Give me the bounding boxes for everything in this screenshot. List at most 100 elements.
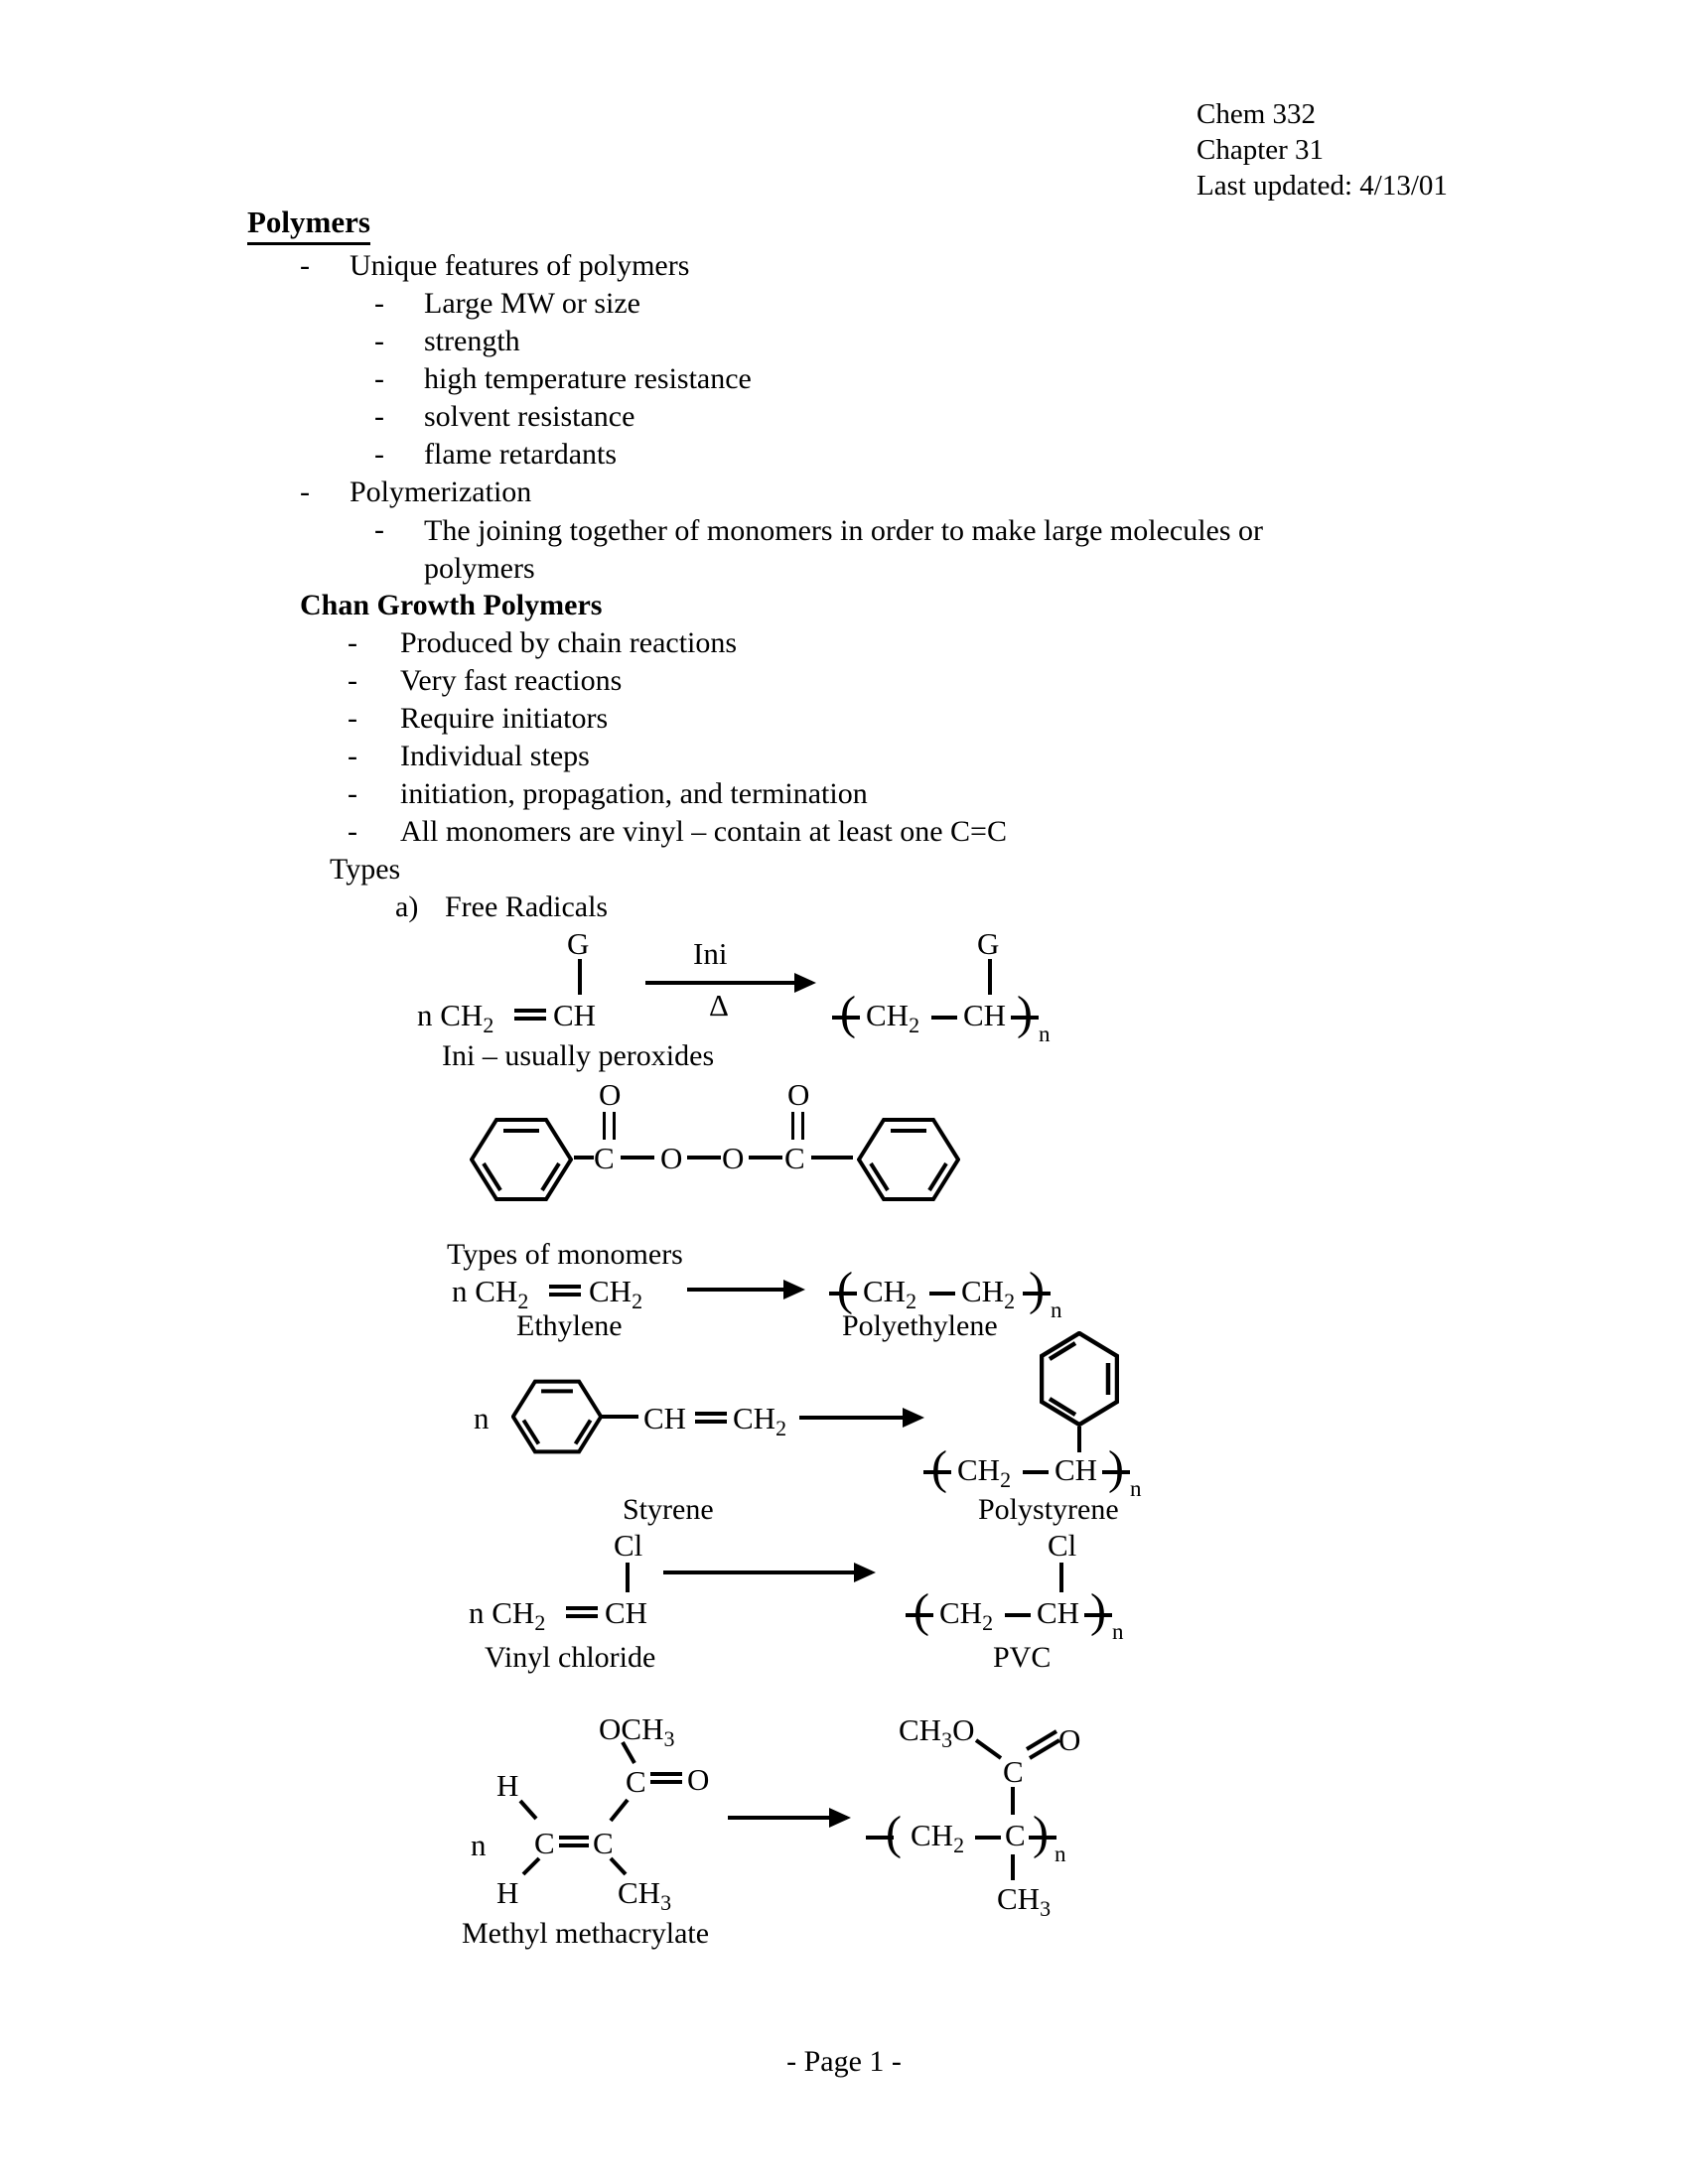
double-bond — [514, 1009, 546, 1021]
repeat-segment: CH — [963, 998, 1007, 1032]
bullet-dash: - — [374, 362, 384, 395]
bullet-dash: - — [348, 740, 357, 772]
carbonyl-carbon: C — [626, 1764, 646, 1799]
bond-lines — [974, 1729, 1061, 1760]
single-bond — [687, 1156, 721, 1160]
vertical-bond — [1011, 1854, 1015, 1880]
monomer-name: Styrene — [623, 1493, 714, 1526]
header-updated: Last updated: 4/13/01 — [1196, 170, 1448, 202]
repeat-subscript: n — [1051, 1297, 1062, 1322]
outline-subitem: - strength — [0, 324, 1688, 361]
page-number: - Page 1 - — [786, 2045, 902, 2078]
methoxy-group: OCH3 — [599, 1711, 675, 1752]
outline-item: - Polymerization — [0, 475, 1688, 512]
page-title: Polymers — [247, 205, 370, 245]
monomer-formula: n CH2 — [417, 998, 494, 1038]
chlorine-atom: Cl — [1048, 1528, 1077, 1563]
outline-subitem-label: high temperature resistance — [424, 362, 752, 395]
arrow-label-initiator: Ini — [693, 936, 728, 971]
types-label: Types — [330, 853, 401, 886]
methyl-group: CH3 — [618, 1875, 672, 1916]
repeat-segment: CH2 — [911, 1818, 965, 1858]
monomer-formula: CH2 — [733, 1401, 787, 1441]
double-bond — [1025, 1729, 1058, 1751]
monomer-name: Ethylene — [516, 1309, 623, 1342]
repeat-segment: CH2 — [957, 1452, 1012, 1493]
benzene-ring — [511, 1379, 603, 1454]
repeat-segment: CH2 — [863, 1274, 917, 1314]
outline-item-label: Unique features of polymers — [350, 249, 690, 282]
single-bond — [621, 1156, 654, 1160]
double-bond — [650, 1772, 682, 1784]
chain-item: - Require initiators — [0, 701, 1688, 739]
oxygen-atom: O — [787, 1077, 810, 1112]
reaction-arrow — [663, 1563, 876, 1582]
double-bond — [566, 1606, 598, 1618]
carbon-atom: C — [594, 1141, 615, 1175]
bullet-dash: - — [300, 476, 310, 508]
outline-subitem-label: solvent resistance — [424, 400, 635, 433]
outline-subitem: - The joining together of monomers in or… — [0, 512, 1688, 588]
reaction-arrow — [728, 1808, 851, 1828]
type-a-row: a) Free Radicals — [0, 889, 1688, 927]
types-row: Types — [0, 852, 1688, 889]
bond-lines — [518, 1741, 636, 1876]
repeat-subscript: n — [1112, 1619, 1124, 1644]
monomer-name: Methyl methacrylate — [462, 1917, 710, 1950]
chain-item: - Produced by chain reactions — [0, 625, 1688, 663]
repeat-segment: CH — [1055, 1452, 1098, 1487]
monomers-heading-row: Types of monomers — [0, 1237, 1688, 1275]
double-bond — [791, 1112, 794, 1140]
single-bond — [974, 1738, 1003, 1760]
benzene-ring — [1040, 1331, 1119, 1427]
section-heading-row: Chan Growth Polymers — [0, 588, 1688, 625]
repeat-segment: CH2 — [939, 1595, 994, 1636]
single-bond — [811, 1156, 853, 1160]
repeat-subscript: n — [1039, 1022, 1051, 1046]
substituent-g: G — [977, 926, 1000, 961]
arrow-label-delta: Δ — [709, 988, 729, 1023]
repeat-paren-close: ) — [1029, 1263, 1045, 1315]
monomer-name-row: Methyl methacrylate — [0, 1916, 1688, 1954]
outline-item-label: Polymerization — [350, 476, 532, 508]
bullet-dash: - — [374, 287, 384, 320]
carbonyl-oxygen: O — [1058, 1722, 1081, 1757]
repeat-segment: CH2 — [961, 1274, 1016, 1314]
oxygen-atom: O — [660, 1141, 683, 1175]
repeat-paren-close: ) — [1090, 1584, 1106, 1637]
single-bond — [621, 1741, 636, 1764]
chlorine-atom: Cl — [614, 1528, 643, 1563]
hydrogen-atom: H — [496, 1768, 519, 1803]
double-bond — [559, 1836, 589, 1847]
outline-subitem: - Large MW or size — [0, 286, 1688, 324]
carbonyl-carbon: C — [1003, 1754, 1024, 1789]
double-bond — [549, 1285, 581, 1297]
bullet-dash: - — [348, 815, 357, 848]
methoxy-group: CH3O — [899, 1712, 975, 1753]
bond-stub — [829, 1292, 857, 1296]
vinyl-carbon: C — [593, 1826, 614, 1860]
repeat-paren-open: ( — [914, 1584, 929, 1637]
single-bond — [749, 1156, 782, 1160]
outline-subitem: - flame retardants — [0, 437, 1688, 475]
carbon-atom: C — [784, 1141, 805, 1175]
vertical-bond — [1011, 1787, 1015, 1815]
polymer-name: Polyethylene — [842, 1309, 998, 1342]
single-bond — [929, 1292, 955, 1296]
bond-stub — [1102, 1470, 1130, 1474]
bond-stub — [866, 1836, 894, 1840]
substituent-g: G — [567, 926, 590, 961]
type-a-label: Free Radicals — [445, 890, 609, 923]
methyl-group: CH3 — [997, 1881, 1052, 1922]
bond-stub — [1023, 1292, 1051, 1296]
single-bond — [1023, 1470, 1049, 1474]
bullet-dash: - — [374, 513, 384, 546]
bond-stub — [906, 1613, 933, 1617]
single-bond — [609, 1798, 630, 1823]
header-course: Chem 332 — [1196, 98, 1317, 130]
bullet-dash: - — [348, 626, 357, 659]
chain-item: - All monomers are vinyl – contain at le… — [0, 814, 1688, 852]
outline-subitem-label: The joining together of monomers in orde… — [424, 514, 1264, 585]
reaction-arrow — [687, 1280, 805, 1299]
